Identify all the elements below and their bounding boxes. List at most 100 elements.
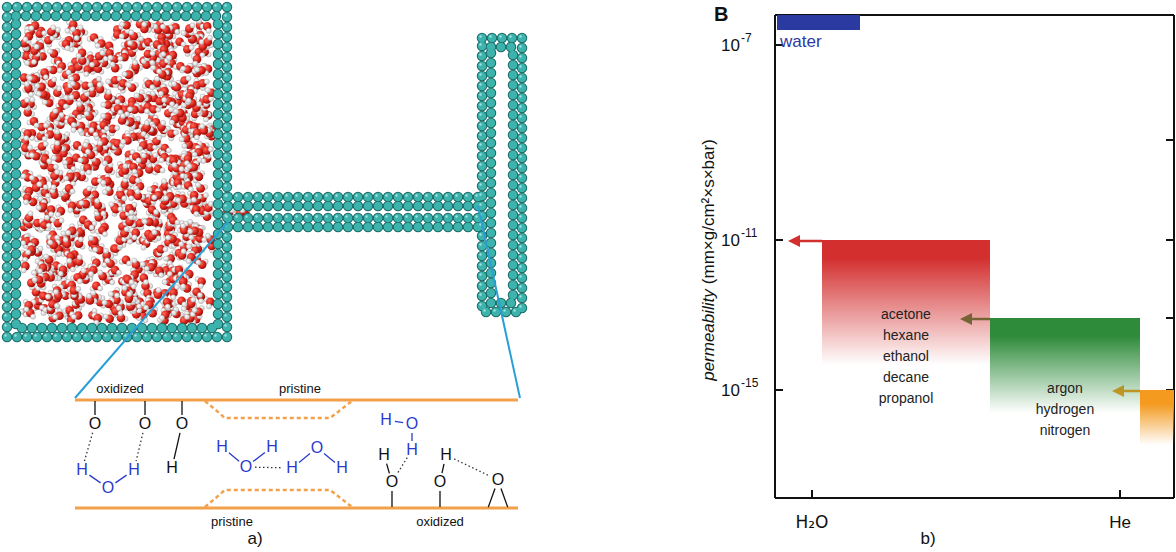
hydrogen-atom — [50, 217, 55, 222]
hydrogen-atom — [147, 187, 152, 192]
hydrogen-atom — [179, 137, 184, 142]
hydrogen-atom — [96, 76, 101, 81]
hydrogen-atom — [181, 66, 186, 71]
hydrogen-atom — [71, 127, 76, 132]
hydrogen-atom — [194, 211, 199, 216]
hydrogen-atom — [51, 185, 56, 190]
hydrogen-atom — [65, 28, 70, 33]
hydrogen-atom — [122, 285, 127, 290]
hydrogen-atom — [118, 56, 123, 61]
hydrogen-atom — [174, 29, 179, 34]
hydrogen-atom — [83, 142, 88, 147]
hydrogen-atom — [23, 200, 28, 205]
hydrogen-atom — [159, 158, 164, 163]
hydrogen-atom — [129, 215, 134, 220]
hydrogen-atom — [57, 251, 62, 256]
hydrogen-atom — [135, 189, 140, 194]
hydrogen-atom — [186, 76, 191, 81]
hydrogen-atom — [42, 136, 47, 141]
hydrogen-atom — [77, 115, 82, 120]
hydrogen-atom — [171, 81, 176, 86]
hydrogen-atom — [101, 211, 106, 216]
hydrogen-atom — [43, 141, 48, 146]
hydrogen-atom — [71, 314, 76, 319]
hydrogen-atom — [105, 258, 110, 263]
hydrogen-atom — [43, 184, 48, 189]
hydrogen-atom — [204, 79, 209, 84]
hydrogen-atom — [78, 128, 83, 133]
hydrogen-atom — [192, 172, 197, 177]
hydrogen-atom — [156, 287, 161, 292]
hydrogen-atom — [21, 173, 26, 178]
hydrogen-atom — [97, 82, 102, 87]
hydrogen-atom — [81, 268, 86, 273]
hydrogen-atom — [196, 260, 201, 265]
hydrogen-atom — [101, 113, 106, 118]
hydrogen-atom — [159, 272, 164, 277]
hydrogen-atom — [70, 81, 75, 86]
hydrogen-atom — [157, 135, 162, 140]
hydrogen-atom — [89, 127, 94, 132]
hydrogen-atom — [141, 131, 146, 136]
hydrogen-atom — [34, 123, 39, 128]
hydrogen-atom — [193, 61, 198, 66]
hydrogen-atom — [205, 88, 210, 93]
hydrogen-atom — [55, 27, 60, 32]
hydrogen-atom — [103, 314, 108, 319]
hydrogen-atom — [69, 95, 74, 100]
hydrogen-atom — [106, 186, 111, 191]
hydrogen-atom — [108, 291, 113, 296]
hydrogen-atom — [202, 237, 207, 242]
hydrogen-atom — [85, 149, 90, 154]
hydrogen-atom — [153, 152, 158, 157]
hydrogen-atom — [166, 235, 171, 240]
hydrogen-atom — [182, 302, 187, 307]
hydrogen-atom — [106, 79, 111, 84]
hydrogen-atom — [44, 254, 49, 259]
hydrogen-atom — [141, 153, 146, 158]
hydrogen-atom — [78, 157, 83, 162]
hydrogen-atom — [203, 193, 208, 198]
hydrogen-atom — [197, 292, 202, 297]
hydrogen-atom — [136, 158, 141, 163]
hydrogen-atom — [144, 109, 149, 114]
hydrogen-atom — [78, 25, 83, 30]
hydrogen-atom — [77, 255, 82, 260]
hydrogen-atom — [48, 240, 53, 245]
hydrogen-atom — [206, 304, 211, 309]
hydrogen-atom — [194, 67, 199, 72]
hydrogen-atom — [140, 262, 145, 267]
hydrogen-atom — [43, 75, 48, 80]
hydrogen-atom — [181, 30, 186, 35]
hydrogen-atom — [175, 29, 180, 34]
hydrogen-atom — [158, 91, 163, 96]
hydrogen-atom — [93, 132, 98, 137]
hydrogen-atom — [179, 166, 184, 171]
hydrogen-atom — [54, 120, 59, 125]
hydrogen-atom — [192, 61, 197, 66]
hydrogen-atom — [151, 65, 156, 70]
hydrogen-atom — [168, 107, 173, 112]
hydrogen-atom — [89, 62, 94, 67]
hydrogen-atom — [143, 279, 148, 284]
hydrogen-atom — [61, 231, 66, 236]
hydrogen-atom — [70, 27, 75, 32]
hydrogen-atom — [173, 130, 178, 135]
hydrogen-atom — [132, 235, 137, 240]
hydrogen-atom — [102, 300, 107, 305]
hydrogen-atom — [84, 71, 89, 76]
hydrogen-atom — [162, 279, 167, 284]
hydrogen-atom — [74, 35, 79, 40]
hydrogen-atom — [101, 102, 106, 107]
hydrogen-atom — [141, 245, 146, 250]
hydrogen-atom — [53, 164, 58, 169]
hydrogen-atom — [120, 22, 125, 27]
hydrogen-atom — [93, 247, 98, 252]
hydrogen-atom — [179, 241, 184, 246]
hydrogen-atom — [162, 179, 167, 184]
hydrogen-atom — [28, 211, 33, 216]
hydrogen-atom — [128, 107, 133, 112]
hydrogen-atom — [186, 198, 191, 203]
hydrogen-atom — [196, 101, 201, 106]
